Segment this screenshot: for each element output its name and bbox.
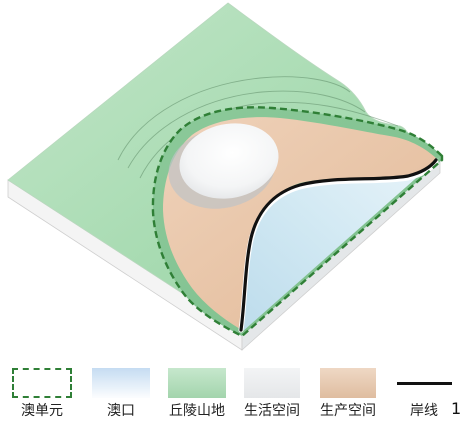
legend-label: 生活空间 <box>244 403 300 419</box>
bay-unit-swatch <box>12 368 72 398</box>
living-space <box>179 123 279 199</box>
production-space-swatch <box>320 368 376 398</box>
legend-label: 澳口 <box>107 403 135 419</box>
bay-unit-block-diagram <box>7 2 444 351</box>
legend-label: 岸线 <box>410 403 438 419</box>
legend-item-bay-mouth: 澳口 <box>84 366 158 422</box>
legend-label: 丘陵山地 <box>169 403 225 419</box>
shoreline <box>239 158 438 332</box>
figure-number: 1 <box>451 399 461 418</box>
bay-unit-boundary <box>151 106 444 338</box>
legend-item-bay-unit: 澳单元 <box>5 366 79 422</box>
legend-item-hills: 丘陵山地 <box>160 366 234 422</box>
legend-item-production-space: 生产空间 <box>311 366 385 422</box>
contour-line <box>127 90 366 169</box>
legend-label: 澳单元 <box>21 403 63 419</box>
contour-line <box>117 76 351 161</box>
shoreline-swatch <box>397 382 452 385</box>
bay-water <box>241 157 440 332</box>
legend-item-shoreline: 岸线 <box>376 366 452 422</box>
bay-mouth-swatch <box>92 368 150 398</box>
legend-item-living-space: 生活空间 <box>235 366 309 422</box>
living-space-swatch <box>244 368 300 398</box>
legend-label: 生产空间 <box>320 403 376 419</box>
hills-swatch <box>168 368 226 398</box>
contour-line <box>139 101 399 179</box>
